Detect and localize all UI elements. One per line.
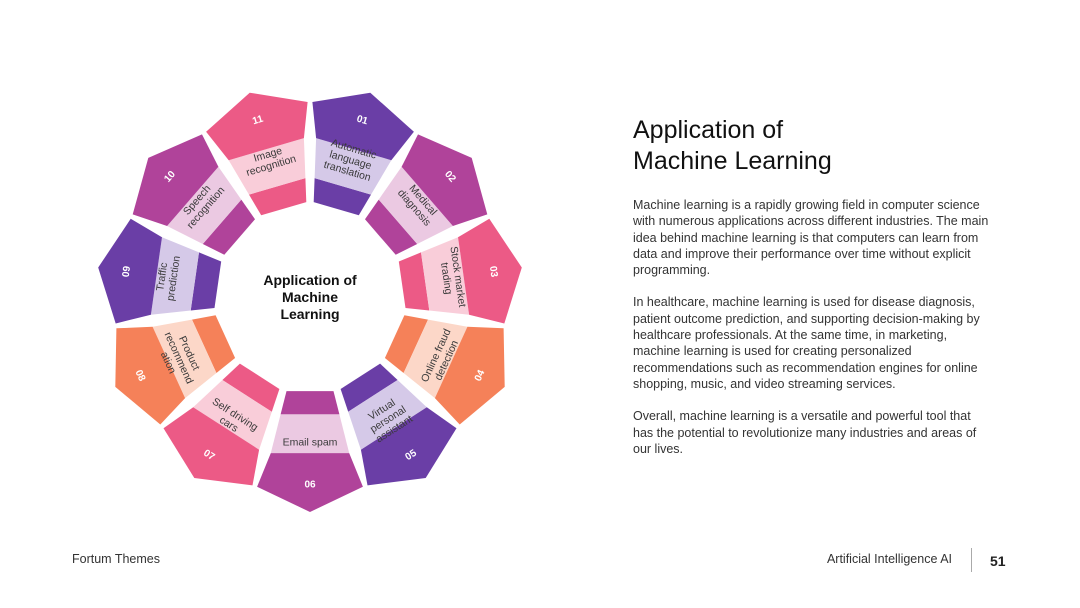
segment-07-body <box>193 380 272 450</box>
segment-09-label-line: Traffic <box>154 262 170 292</box>
segment-02-body <box>378 166 453 244</box>
segment-03-number: 03 <box>487 265 500 278</box>
segment-03-tip <box>458 218 522 324</box>
segment-10-body <box>167 166 242 244</box>
segment-06-body <box>270 414 350 454</box>
segment-04-tip <box>434 326 505 425</box>
footer-divider <box>971 548 972 572</box>
wheel-center-title: Application of Machine Learning <box>263 272 357 322</box>
segment-05-inner-strip <box>340 363 398 412</box>
segment-09-inner-strip <box>190 252 222 311</box>
page-number: 51 <box>990 553 1006 569</box>
segment-06-label: Email spam <box>283 437 338 449</box>
segment-06-tip <box>257 453 363 512</box>
segment-01-body <box>314 138 392 195</box>
segment-11-inner-strip <box>249 178 307 216</box>
segment-05-tip <box>360 407 457 486</box>
ml-applications-wheel: Automaticlanguagetranslation01Medicaldia… <box>98 92 522 512</box>
segment-06-label-line: Email spam <box>283 437 338 449</box>
segment-05-body <box>348 380 427 450</box>
segment-09-tip <box>98 218 162 324</box>
segment-11-body <box>228 138 306 195</box>
paragraph-1: Machine learning is a rapidly growing fi… <box>633 198 989 278</box>
segment-01-inner-strip <box>313 178 371 216</box>
segment-10-tip <box>132 134 219 226</box>
segment-09-number: 09 <box>121 265 134 278</box>
segment-08-number: 08 <box>133 368 148 383</box>
segment-07-inner-strip <box>222 363 280 412</box>
segment-08-tip <box>115 326 186 425</box>
segment-08-inner-strip <box>192 315 236 373</box>
segment-04-body <box>403 319 468 399</box>
segment-04-inner-strip <box>384 315 428 373</box>
segment-11-tip <box>206 92 308 161</box>
segment-03-label-line: trading <box>438 262 454 296</box>
footer-topic: Artificial Intelligence AI <box>826 552 952 566</box>
segment-03-inner-strip <box>398 252 430 311</box>
page-title: Application of Machine Learning <box>633 116 832 175</box>
segment-01-number: 01 <box>355 114 369 128</box>
segment-11-number: 11 <box>251 114 265 128</box>
segment-02-inner-strip <box>365 199 418 255</box>
segment-01-tip <box>312 92 414 161</box>
paragraph-3: Overall, machine learning is a versatile… <box>633 409 977 456</box>
body-text: Machine learning is a rapidly growing fi… <box>633 197 989 473</box>
segment-03-body <box>421 237 470 315</box>
segment-06-inner-strip <box>280 391 340 415</box>
segment-09-body <box>150 237 199 315</box>
paragraph-2: In healthcare, machine learning is used … <box>633 295 980 391</box>
segment-04-number: 04 <box>473 368 488 383</box>
segment-02-tip <box>401 134 488 226</box>
segment-10-inner-strip <box>202 199 255 255</box>
footer-brand: Fortum Themes <box>72 552 160 566</box>
segment-06-number: 06 <box>304 480 316 491</box>
segment-08-body <box>152 319 217 399</box>
segment-07-tip <box>163 407 260 486</box>
